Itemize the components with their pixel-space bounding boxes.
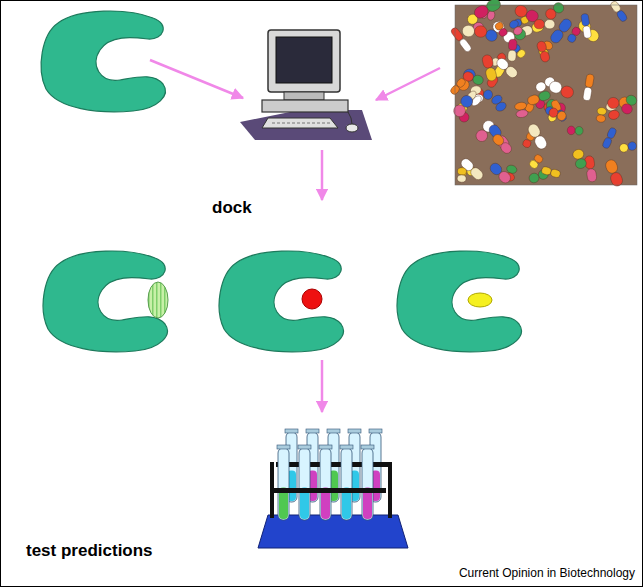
- pill: [583, 74, 595, 101]
- pill: [534, 20, 555, 29]
- pill: [548, 107, 568, 122]
- test-tube: [319, 445, 332, 520]
- test-tube-rack: [258, 429, 408, 548]
- ligand: [302, 289, 322, 309]
- pill: [490, 93, 508, 112]
- protein-shape: [43, 251, 168, 352]
- test-tube: [298, 445, 311, 520]
- pills-photo: [449, 0, 638, 188]
- ligand: [148, 282, 168, 318]
- pill: [619, 141, 638, 153]
- pill: [488, 161, 513, 185]
- pill: [567, 126, 583, 135]
- pill: [491, 133, 513, 156]
- pill: [536, 40, 551, 63]
- pill: [526, 122, 548, 151]
- pill: [609, 0, 628, 23]
- pill: [572, 148, 588, 170]
- source-credit: Current Opinion in Biotechnology: [459, 566, 635, 580]
- computer-icon: [240, 30, 372, 140]
- flow-arrow: [321, 150, 324, 200]
- pill: [462, 25, 487, 37]
- protein-shape: [41, 11, 165, 112]
- pill: [544, 1, 566, 22]
- pill: [528, 153, 544, 170]
- test-tube: [361, 445, 374, 520]
- pill: [541, 166, 561, 178]
- test-tube: [340, 445, 353, 520]
- flow-arrow: [376, 68, 440, 100]
- pill: [604, 158, 624, 187]
- pill: [581, 13, 592, 38]
- pill: [548, 80, 576, 100]
- pill: [584, 155, 597, 182]
- protein-shape: [397, 251, 521, 352]
- pill: [481, 54, 497, 82]
- pill: [596, 107, 607, 123]
- pill: [462, 70, 485, 85]
- pill: [602, 127, 618, 150]
- pill: [450, 26, 472, 53]
- protein-shape: [219, 251, 343, 352]
- pill: [457, 168, 467, 183]
- pill: [514, 101, 529, 118]
- pill: [620, 93, 639, 115]
- pill: [472, 0, 502, 20]
- pill: [449, 77, 466, 96]
- flow-arrow: [150, 60, 243, 98]
- pill: [526, 90, 551, 106]
- pill: [508, 19, 524, 37]
- pill: [508, 39, 518, 61]
- pill: [495, 56, 519, 79]
- pill: [494, 21, 509, 38]
- flow-arrow: [321, 360, 324, 412]
- step-label: test predictions: [26, 541, 153, 561]
- test-tube: [277, 445, 290, 520]
- ligand: [468, 293, 492, 307]
- step-label: dock: [212, 198, 252, 218]
